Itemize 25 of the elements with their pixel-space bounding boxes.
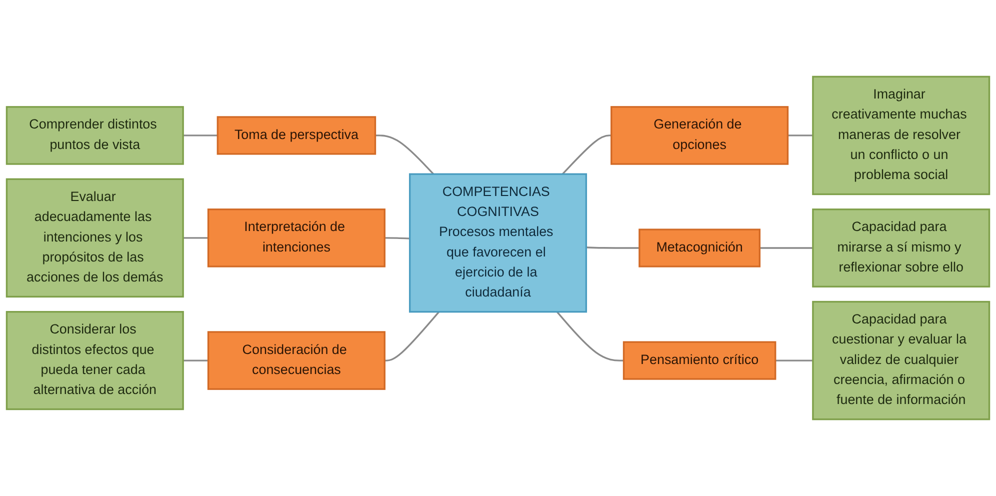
node-box: Metacognición [638,228,760,268]
connector [183,237,208,239]
connector [183,134,218,136]
node-box: Considerar los distintos efectos que pueda tener cada alternativa de acción [6,310,184,410]
node-box: Interpretación de intenciones [207,208,386,268]
node-box: COMPETENCIAS COGNITIVAS Procesos mentales que favorecen el ejercicio de la ciudadanía [408,173,588,313]
node-box: Capacidad para mirarse a sí mismo y reflexionar sobre ello [812,208,990,288]
node-box: Capacidad para cuestionar y evaluar la validez de cualquier creencia, afirmación o fuente de información [812,300,990,420]
node-box: Comprender distintos puntos de vista [6,106,184,165]
node-box: Generación de opciones [610,106,789,165]
connector [384,311,440,362]
node-box: Imaginar creativamente muchas maneras de resolver un conflicto o un problema social [812,76,990,196]
connector [384,237,410,240]
connector [788,134,813,136]
node-box: Consideración de consecuencias [207,331,386,390]
connector [775,360,813,362]
connector [183,360,208,362]
connector [375,134,434,175]
node-box: Toma de perspectiva [216,116,376,155]
connector [586,246,640,249]
node-box: Pensamiento crítico [622,341,776,380]
node-box: Evaluar adecuadamente las intenciones y los propósitos de las acciones de los demás [6,178,184,298]
connector [760,247,813,249]
connector [562,134,612,175]
connector [556,311,624,362]
